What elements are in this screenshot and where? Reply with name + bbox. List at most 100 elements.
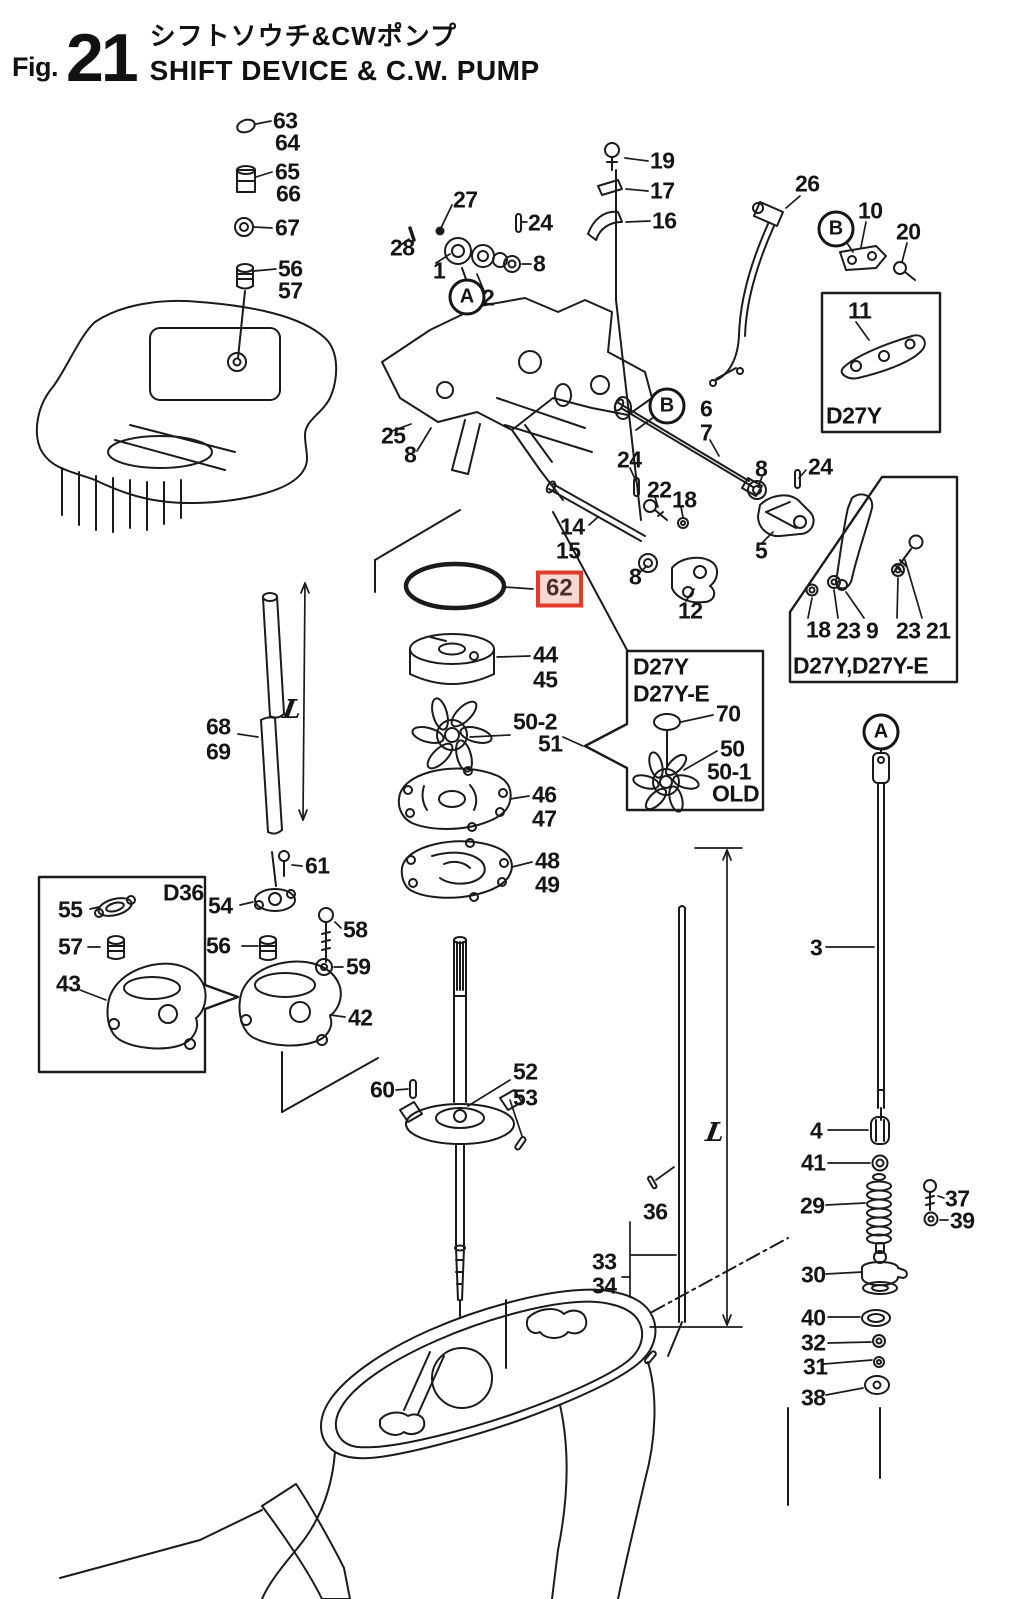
box-d27y-center — [583, 649, 765, 812]
callout-37: 37 — [945, 1185, 970, 1212]
callout-24: 24 — [528, 209, 553, 236]
rod-33-34-drawing — [621, 847, 743, 1365]
left-housings-drawing — [94, 850, 379, 1113]
callout-old: OLD — [712, 780, 760, 807]
small-parts-column-drawing — [234, 118, 256, 359]
callout-17: 17 — [650, 177, 675, 204]
box-d27y-top-right — [820, 291, 942, 434]
callout-8: 8 — [755, 455, 768, 482]
callout-60: 60 — [370, 1076, 395, 1103]
box-caption-d27y-d27y-e: D27Y,D27Y-E — [793, 652, 929, 679]
dimension-label-l: L — [280, 695, 304, 725]
callout-61: 61 — [305, 852, 330, 879]
callout-57: 57 — [58, 933, 83, 960]
callout-58: 58 — [343, 916, 368, 943]
callout-56: 56 — [278, 255, 303, 282]
lower-gearcase-drawing — [59, 1237, 789, 1599]
right-parts-stack-drawing — [787, 1116, 939, 1506]
figure-titles: シフトソウチ&CWポンプ SHIFT DEVICE & C.W. PUMP — [150, 16, 540, 89]
callout-15: 15 — [556, 537, 581, 564]
callout-2: 2 — [482, 284, 495, 311]
callout-39: 39 — [950, 1207, 975, 1234]
circled-letter-b: B — [817, 210, 855, 248]
callout-21: 21 — [926, 617, 951, 644]
callout-6: 6 — [700, 395, 713, 422]
callout-27: 27 — [453, 186, 478, 213]
callout-57: 57 — [278, 277, 303, 304]
callout-56: 56 — [206, 932, 231, 959]
callout-23: 23 — [896, 617, 921, 644]
callout-5: 5 — [755, 537, 768, 564]
callout-49: 49 — [535, 871, 560, 898]
callout-45: 45 — [533, 666, 558, 693]
callout-16: 16 — [652, 207, 677, 234]
callout-68: 68 — [206, 713, 231, 740]
center-box-parts-drawing — [632, 713, 700, 813]
figure-title-japanese: シフトソウチ&CWポンプ — [149, 21, 457, 51]
rods-drawing — [496, 397, 815, 604]
callout-54: 54 — [208, 892, 233, 919]
figure-prefix: Fig. — [12, 52, 59, 82]
callout-55: 55 — [58, 896, 83, 923]
water-tube-drawing — [260, 582, 310, 887]
callout-43: 43 — [56, 970, 81, 997]
callout-12: 12 — [678, 597, 703, 624]
callout-33: 33 — [592, 1248, 617, 1275]
callout-25: 25 — [381, 422, 406, 449]
callout-34: 34 — [592, 1272, 617, 1299]
box-caption-d36: D36 — [163, 879, 204, 906]
callout-42: 42 — [348, 1004, 373, 1031]
circled-letter-a: A — [862, 713, 900, 751]
callout-63: 63 — [273, 107, 298, 134]
callout-51: 51 — [538, 730, 563, 757]
callout-32: 32 — [801, 1329, 826, 1356]
callout-18: 18 — [672, 486, 697, 513]
figure-number: 21 — [66, 19, 139, 96]
callout-70: 70 — [716, 700, 741, 727]
shift-bracket-drawing — [374, 213, 653, 651]
cable-switch-drawing — [709, 201, 926, 387]
callout-48: 48 — [535, 847, 560, 874]
callout-24: 24 — [617, 446, 642, 473]
callout-4: 4 — [810, 1117, 823, 1144]
callout-40: 40 — [801, 1304, 826, 1331]
callout-22: 22 — [647, 476, 672, 503]
callout-44: 44 — [533, 641, 558, 668]
box-caption-d27y-e: D27Y-E — [633, 680, 710, 707]
callout-23: 23 — [836, 617, 861, 644]
callout-36: 36 — [643, 1198, 668, 1225]
box-caption-d27y: D27Y — [826, 402, 882, 429]
drive-shaft-drawing — [399, 936, 527, 1319]
box-d36-left — [37, 875, 240, 1074]
figure-title-english: SHIFT DEVICE & C.W. PUMP — [149, 55, 540, 86]
callout-20: 20 — [896, 218, 921, 245]
callout-50-1: 50-1 — [707, 758, 752, 785]
upper-mount-housing-drawing — [35, 299, 338, 533]
callout-10: 10 — [858, 197, 883, 224]
callout-26: 26 — [795, 170, 820, 197]
callout-8: 8 — [404, 441, 417, 468]
callout-14: 14 — [560, 513, 585, 540]
highlighted-callout-62: 62 — [536, 570, 583, 608]
callout-50-2: 50-2 — [513, 708, 558, 735]
callout-1: 1 — [433, 257, 446, 284]
callout-31: 31 — [803, 1353, 828, 1380]
callout-47: 47 — [532, 805, 557, 832]
variant-boxes — [37, 291, 959, 1074]
circled-letter-a: A — [448, 278, 486, 316]
callout-52: 52 — [513, 1058, 538, 1085]
callout-8: 8 — [629, 563, 642, 590]
callout-41: 41 — [801, 1149, 826, 1176]
callout-28: 28 — [390, 234, 415, 261]
callout-24: 24 — [808, 453, 833, 480]
impeller-50-2-drawing — [411, 697, 493, 773]
callout-30: 30 — [801, 1261, 826, 1288]
callout-46: 46 — [532, 781, 557, 808]
callout-29: 29 — [800, 1192, 825, 1219]
callout-11: 11 — [848, 297, 872, 324]
callout-66: 66 — [276, 180, 301, 207]
callout-67: 67 — [275, 214, 300, 241]
callout-19: 19 — [650, 147, 675, 174]
